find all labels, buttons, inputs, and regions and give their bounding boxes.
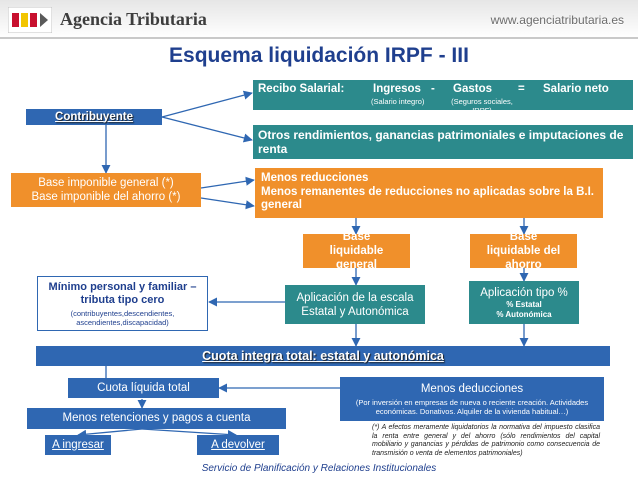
gastos-label: Gastos [453,83,492,95]
minimo-personal-title: Mínimo personal y familiar – tributa tip… [48,280,197,306]
cuota-integra-box: Cuota integra total: estatal y autonómic… [36,346,610,366]
a-ingresar-box: A ingresar [45,435,111,455]
minimo-personal-box: Mínimo personal y familiar – tributa tip… [37,276,208,331]
menos-reducciones-label: Menos reducciones [261,172,369,184]
aplicacion-tipo-box: Aplicación tipo % % Estatal % Autonómica [469,281,579,324]
footer-text: Servicio de Planificación y Relaciones I… [201,463,437,474]
contribuyente-box: Contribuyente [26,109,162,125]
menos-remanentes-label: Menos remanentes de reducciones no aplic… [261,185,594,212]
minus-sign: - [431,83,435,95]
header-bar [0,0,638,38]
cuota-liquida-box: Cuota líquida total [68,378,219,398]
menos-retenciones-box: Menos retenciones y pagos a cuenta [27,408,286,429]
brand-name: Agencia Tributaria [60,9,207,29]
ingresos-label: Ingresos [373,83,421,95]
minimo-personal-note: (contribuyentes,descendientes, ascendien… [70,308,175,327]
a-devolver-box: A devolver [197,435,279,455]
ingresos-note: (Salario integro) [371,97,425,106]
base-liquidable-general-box: Base liquidable general [303,231,410,271]
menos-deducciones-box: Menos deducciones (Por inversión en empr… [340,377,604,421]
tipo-autonomica: % Autonómica [496,309,552,319]
aplicacion-escala-box: Aplicación de la escala Estatal y Autonó… [285,285,425,324]
recibo-label: Recibo Salarial: [258,83,345,95]
agencia-tributaria-logo-icon [7,6,53,34]
website-url[interactable]: www.agenciatributaria.es [490,13,624,27]
aplicacion-tipo-title: Aplicación tipo % [480,286,568,299]
footnote: (*) A efectos meramente liquidatorios la… [372,424,600,457]
equals-sign: = [518,83,525,95]
page-title: Esquema liquidación IRPF - III [169,44,469,67]
recibo-salarial-box: Recibo Salarial: Ingresos - Gastos = Sal… [253,80,633,115]
base-imponible-box: Base imponible general (*) Base imponibl… [11,173,201,207]
base-imponible-general: Base imponible general (*) [38,177,174,189]
salario-neto-label: Salario neto [543,83,609,95]
base-imponible-ahorro: Base imponible del ahorro (*) [31,191,181,203]
base-liquidable-ahorro-box: Base liquidable del ahorro [470,231,577,271]
tipo-estatal: % Estatal [506,299,542,309]
menos-deducciones-note: (Por inversión en empresas de nueva o re… [355,398,589,416]
header-divider [0,37,638,39]
menos-deducciones-title: Menos deducciones [420,383,524,395]
menos-reducciones-box: Menos reducciones Menos remanentes de re… [255,168,603,218]
otros-rendimientos-box: Otros rendimientos, ganancias patrimonia… [253,125,633,159]
gastos-note: (Seguros sociales, IRPF) [451,97,513,115]
